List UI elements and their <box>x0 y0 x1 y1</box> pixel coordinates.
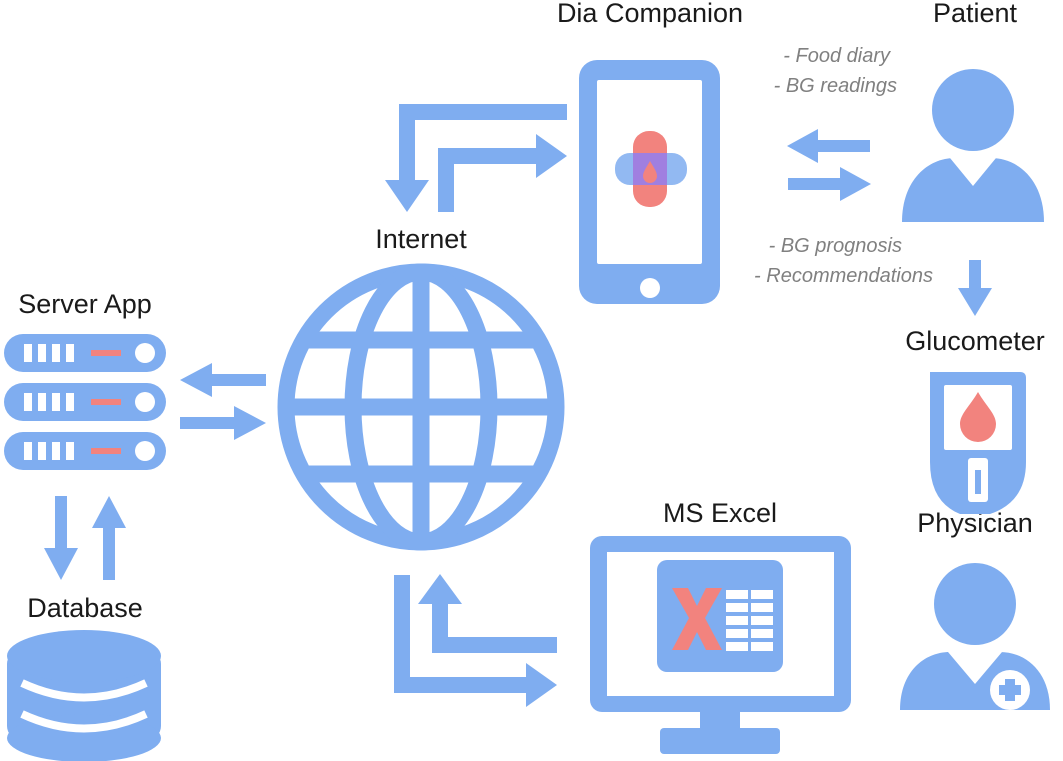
arrow-server-to-internet <box>180 406 266 440</box>
person-icon <box>902 69 1044 222</box>
arrow-patient-to-phone <box>787 129 870 163</box>
arrow-internet-to-phone <box>438 134 567 212</box>
label-database: Database <box>27 593 143 623</box>
globe-icon <box>277 263 565 551</box>
server-unit-3 <box>4 432 166 470</box>
note-bg-readings: - BG readings <box>774 75 897 97</box>
arrow-server-to-database <box>44 496 78 580</box>
server-unit-2 <box>4 383 166 421</box>
smartphone-icon <box>579 60 720 304</box>
arrow-database-to-server <box>92 496 126 580</box>
note-recommendations: - Recommendations <box>754 265 933 287</box>
server-rack-icon <box>4 334 166 470</box>
arrow-internet-to-server <box>180 363 266 397</box>
arrow-patient-to-glucometer <box>958 260 992 316</box>
label-patient: Patient <box>933 0 1018 28</box>
database-icon <box>7 630 161 761</box>
glucometer-icon <box>930 372 1026 514</box>
excel-icon <box>657 560 783 672</box>
arrow-phone-to-patient <box>788 167 871 201</box>
doctor-icon <box>900 563 1050 710</box>
server-unit-1 <box>4 334 166 372</box>
note-bg-prognosis: - BG prognosis <box>769 235 902 257</box>
label-server-app: Server App <box>18 289 152 319</box>
arrow-internet-to-excel <box>394 575 557 707</box>
arrow-phone-to-internet <box>385 104 567 212</box>
label-glucometer: Glucometer <box>905 326 1045 356</box>
arrow-excel-to-internet <box>418 574 557 653</box>
note-food-diary: - Food diary <box>783 45 891 67</box>
label-dia-companion: Dia Companion <box>557 0 743 28</box>
label-ms-excel: MS Excel <box>663 498 777 528</box>
label-internet: Internet <box>375 224 467 254</box>
